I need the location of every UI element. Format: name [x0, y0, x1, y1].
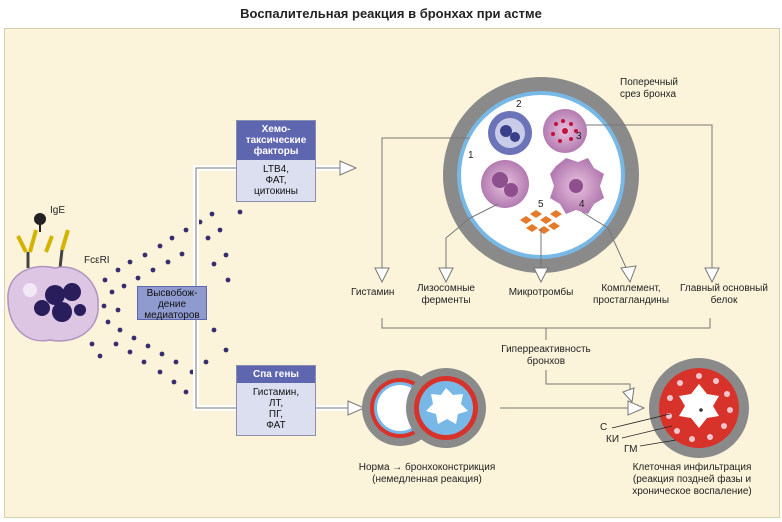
mast-cell [7, 265, 99, 342]
mediator-complement: Комплемент, простагландины [592, 283, 670, 306]
arrow-to-constriction [347, 400, 366, 416]
mediator-microthrombi: Микротромбы [508, 287, 574, 298]
cell-number-5: 5 [538, 199, 544, 210]
spasmogens-header: Спа гены [237, 366, 315, 383]
mediator-lysosomal-enzymes: Лизосомные ферменты [416, 283, 475, 306]
cell-number-3: 3 [576, 131, 582, 142]
mediator-arrows [381, 124, 713, 273]
chemotactic-factors-box: Хемо- таксические факторы LTB4, ФАТ, цит… [236, 120, 316, 202]
wall-label-gm: ГМ [624, 444, 638, 455]
bronchus-section-label: Поперечный срез бронха [620, 77, 679, 100]
norm-constriction-caption: Норма → бронхоконстрикция (немедленная р… [358, 462, 496, 485]
chemotactic-header: Хемо- таксические факторы [237, 121, 315, 160]
mediator-dots [89, 209, 243, 395]
hyperreactivity-label: Гиперреактивность бронхов [501, 344, 591, 367]
cell-number-4: 4 [579, 199, 585, 210]
spasmogens-body: Гистамин, ЛТ, ПГ, ФАТ [237, 383, 315, 435]
infiltrated-bronchus [611, 358, 749, 458]
fcer-label: FcεRI [84, 255, 110, 266]
cell-number-1: 1 [468, 150, 474, 161]
release-mediators-box: Высвобож- дение медиаторов [137, 286, 207, 321]
constricted-bronchus [406, 368, 486, 448]
wall-label-c: С [600, 422, 608, 433]
mediator-major-basic-protein: Главный основный белок [680, 283, 768, 306]
arrow-to-infiltration [622, 387, 635, 404]
diagram-title: Воспалительная реакция в бронхах при аст… [240, 6, 542, 21]
ige-antibodies [16, 213, 70, 269]
bronchus-cross-section [443, 77, 639, 273]
ige-label: IgE [50, 205, 66, 216]
arrow-to-infiltration-2 [627, 400, 646, 416]
mediator-histamine: Гистамин [351, 287, 395, 298]
wall-label-ki: КИ [606, 434, 620, 445]
mediator-arrowheads [374, 265, 720, 284]
spasmogens-box: Спа гены Гистамин, ЛТ, ПГ, ФАТ [236, 365, 316, 436]
infiltration-caption: Клеточная инфильтрация (реакция поздней … [632, 462, 752, 497]
chemotactic-body: LTB4, ФАТ, цитокины [237, 160, 315, 201]
cell-number-2: 2 [516, 99, 522, 110]
arrow-to-bronchus [339, 160, 358, 176]
